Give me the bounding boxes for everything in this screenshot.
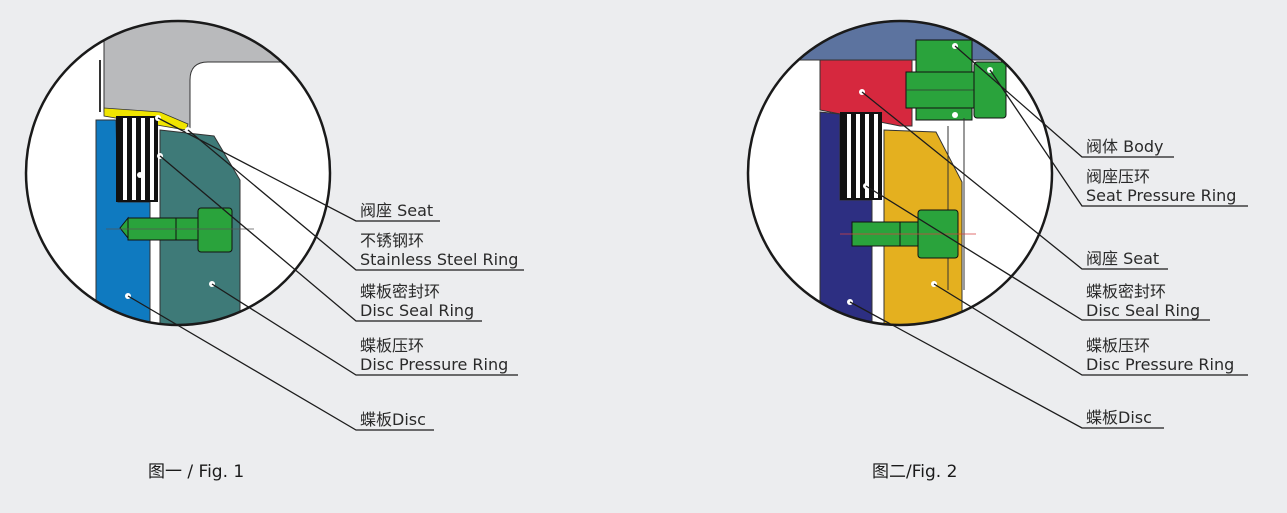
fig2-label-disc-seal-cn: 蝶板密封环 [1086, 282, 1166, 301]
fig1-bolt-icon [106, 207, 254, 253]
fig1-label-disc-seal-en: Disc Seal Ring [360, 301, 474, 320]
fig1-leaders [125, 115, 524, 431]
fig2-seat-pressure-ring [905, 39, 1007, 121]
fig2-caption: 图二/Fig. 2 [872, 462, 957, 482]
fig1-label-steel-cn: 不锈钢环 [360, 231, 424, 250]
fig1-label-disc-pressure-en: Disc Pressure Ring [360, 355, 508, 374]
fig2-label-disc-pressure-cn: 蝶板压环 [1086, 336, 1150, 355]
fig1-label-seat: 阀座 Seat [360, 201, 433, 220]
fig2-bolt-icon [840, 209, 976, 259]
fig1-caption: 图一 / Fig. 1 [148, 462, 244, 482]
fig2-label-seat-pressure-en: Seat Pressure Ring [1086, 186, 1236, 205]
figure-1: 阀座 Seat 不锈钢环 Stainless Steel Ring 蝶板密封环 … [24, 19, 524, 482]
fig2-leaders [847, 43, 1248, 429]
fig2-label-disc-pressure-en: Disc Pressure Ring [1086, 355, 1234, 374]
fig2-valve-body [748, 21, 1052, 61]
fig2-label-disc: 蝶板Disc [1086, 408, 1152, 427]
fig1-label-steel-en: Stainless Steel Ring [360, 250, 518, 269]
fig1-label-disc: 蝶板Disc [360, 410, 426, 429]
fig2-label-seat: 阀座 Seat [1086, 249, 1159, 268]
fig2-label-seat-pressure-cn: 阀座压环 [1086, 167, 1150, 186]
fig2-label-body: 阀体 Body [1086, 137, 1163, 156]
fig1-label-disc-seal-cn: 蝶板密封环 [360, 282, 440, 301]
fig1-label-disc-pressure-cn: 蝶板压环 [360, 336, 424, 355]
figure-2: 阀体 Body 阀座压环 Seat Pressure Ring 阀座 Seat … [746, 19, 1248, 482]
fig2-label-disc-seal-en: Disc Seal Ring [1086, 301, 1200, 320]
fig2-seat [819, 59, 913, 127]
